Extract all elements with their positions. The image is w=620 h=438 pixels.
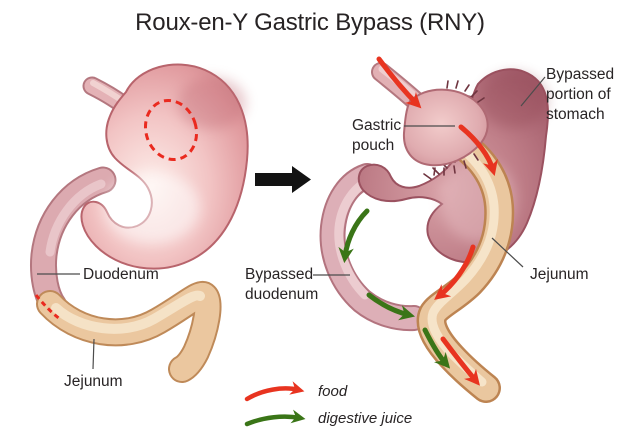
stomach-highlight	[104, 172, 200, 244]
food-arrow-roux-limb	[434, 244, 476, 300]
bypassed-duodenum-tube	[319, 163, 427, 332]
digestive-juice-arrow-icon	[244, 409, 306, 427]
staple-line-pouch-top	[446, 80, 485, 103]
label-bypassed-duodenum: Bypassed duodenum	[245, 266, 319, 303]
legend-icons	[244, 381, 306, 427]
transform-arrow-icon	[255, 166, 311, 193]
food-arrow-common-limb	[440, 336, 480, 386]
juice-arrow-common-limb	[422, 327, 451, 369]
food-flow-arrows	[376, 56, 498, 386]
before-figure	[30, 63, 249, 383]
jejunum-cut-mark	[34, 294, 61, 321]
leader-jejunum-left	[92, 338, 95, 370]
after-figure	[319, 56, 549, 403]
legend-label-digestive-juice: digestive juice	[318, 410, 413, 427]
gastric-pouch-body	[402, 88, 489, 167]
label-gastric-pouch: Gastric pouch	[352, 117, 402, 154]
jejunum-tube	[36, 281, 222, 383]
juice-arrow-duodenum-descent	[338, 208, 370, 264]
food-arrow-icon	[244, 381, 305, 402]
label-bypassed-stomach: Bypassed portion of stomach	[546, 66, 615, 123]
food-arrow-pouch-outlet	[458, 124, 498, 176]
digestive-juice-flow-arrows	[338, 208, 451, 369]
staple-line-pouch-bottom	[433, 153, 479, 176]
label-jejunum-after: Jejunum	[530, 266, 589, 283]
bypassed-stomach-shading	[480, 72, 548, 128]
pouch-incision-outline	[143, 98, 199, 162]
leader-jejunum-right	[491, 237, 524, 268]
stomach-shading	[178, 77, 246, 129]
leader-bypassed-stomach	[520, 76, 546, 107]
food-arrow-esophagus	[376, 56, 422, 109]
leader-lines	[37, 76, 546, 370]
legend-label-food: food	[318, 383, 348, 400]
label-jejunum-before: Jejunum	[64, 373, 123, 390]
label-duodenum: Duodenum	[83, 266, 159, 283]
page-title: Roux-en-Y Gastric Bypass (RNY)	[135, 9, 485, 36]
juice-arrow-to-junction	[366, 292, 416, 321]
